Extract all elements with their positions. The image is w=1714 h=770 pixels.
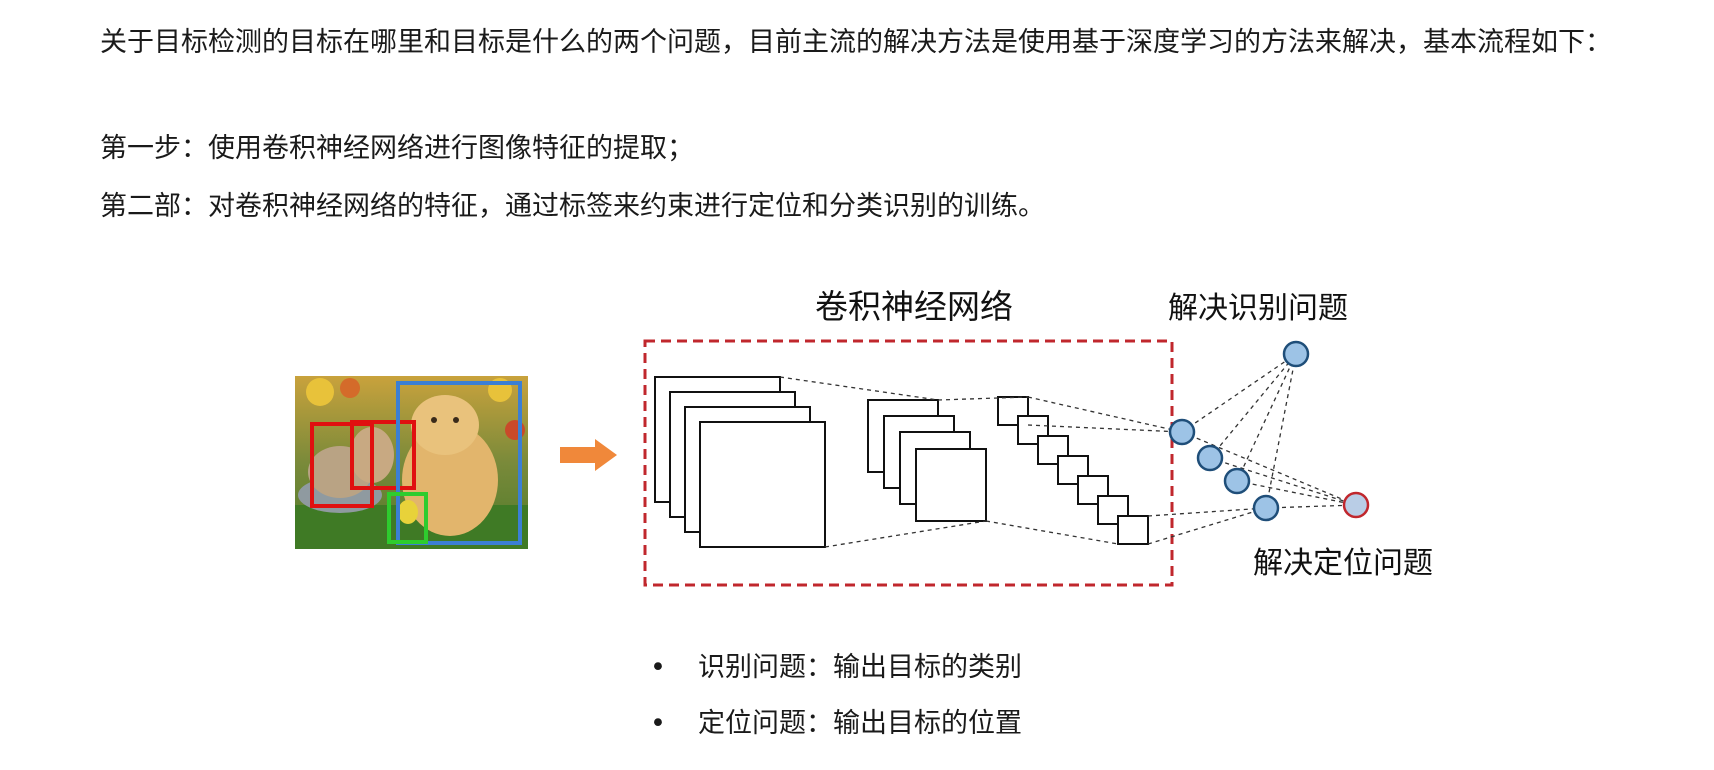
bbox-green xyxy=(387,492,428,544)
recognition-output-node xyxy=(1282,340,1310,368)
localization-output-node xyxy=(1342,491,1370,519)
list-item: • 识别问题：输出目标的类别 xyxy=(650,640,1022,696)
bullet-marker: • xyxy=(650,708,666,739)
bullet-text: 识别问题：输出目标的类别 xyxy=(698,652,1022,683)
arrow-icon xyxy=(560,439,617,471)
bbox-red-2 xyxy=(350,420,416,490)
bbox-blue xyxy=(396,381,522,545)
list-item: • 定位问题：输出目标的位置 xyxy=(650,696,1022,752)
intro-paragraph: 关于目标检测的目标在哪里和目标是什么的两个问题，目前主流的解决方法是使用基于深度… xyxy=(100,27,1612,58)
conv-layer-group-3 xyxy=(997,396,1149,545)
bbox-red-1 xyxy=(310,422,374,508)
fc-nodes xyxy=(1168,418,1280,522)
sample-photo xyxy=(295,376,528,549)
recognition-label: 解决识别问题 xyxy=(1168,291,1348,326)
localization-label: 解决定位问题 xyxy=(1253,546,1433,581)
conv-layer-group-1 xyxy=(654,376,826,548)
bullet-text: 定位问题：输出目标的位置 xyxy=(698,708,1022,739)
cnn-dashed-box xyxy=(643,339,1174,587)
bullet-list: • 识别问题：输出目标的类别 • 定位问题：输出目标的位置 xyxy=(650,640,1022,752)
step-two: 第二部：对卷积神经网络的特征，通过标签来约束进行定位和分类识别的训练。 xyxy=(100,191,1045,222)
step-one: 第一步：使用卷积神经网络进行图像特征的提取； xyxy=(100,133,694,164)
conv-layer-group-2 xyxy=(867,399,987,522)
cnn-label: 卷积神经网络 xyxy=(815,287,1013,326)
bullet-marker: • xyxy=(650,652,666,683)
projection-lines xyxy=(779,353,1357,548)
